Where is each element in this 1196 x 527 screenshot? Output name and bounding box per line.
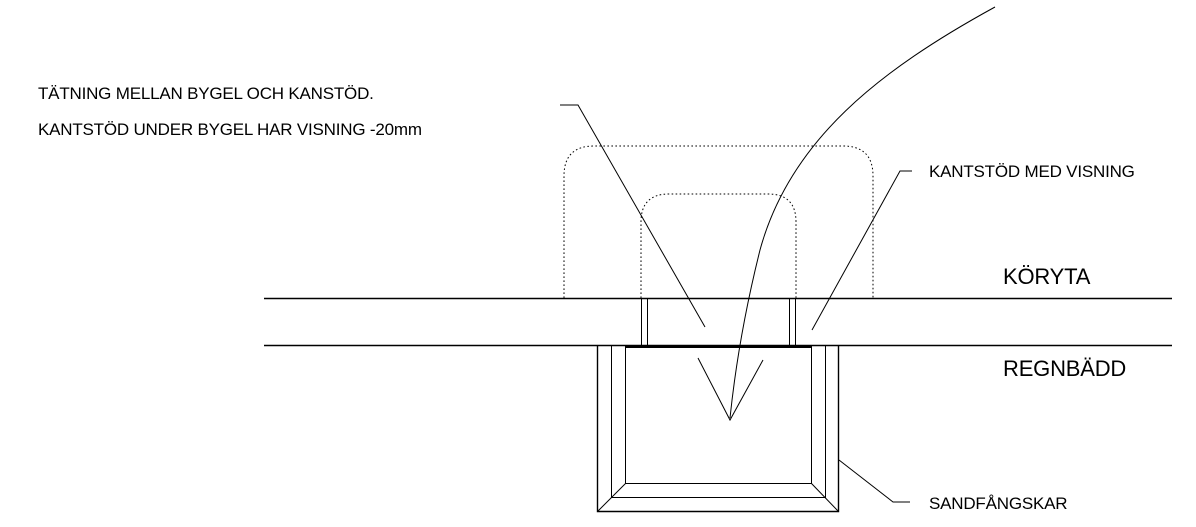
kerb-note-leader [811,170,912,331]
water-flow-arrow [729,6,996,419]
sand-trap-corner-right [811,483,839,512]
seal-note-leader [560,104,706,328]
seal-note-line1: TÄTNING MELLAN BYGEL OCH KANSTÖD. [38,84,374,103]
kerb-note-label: KANTSTÖD MED VISNING [929,162,1135,181]
sand-trap-inner [625,346,812,484]
inner-dashed-outline [640,193,797,298]
sand-trap-label: SANDFÅNGSKAR [929,494,1067,513]
sand-trap-leader [838,459,910,503]
sand-trap-corner-left [597,483,626,512]
road-surface-label: KÖRYTA [1003,264,1091,289]
sand-trap-middle [611,346,826,498]
outer-dashed-outline [563,145,874,298]
seal-note-line2: KANTSTÖD UNDER BYGEL HAR VISNING -20mm [38,120,422,139]
sand-trap-outer [596,346,840,513]
rain-bed-label: REGNBÄDD [1003,356,1126,381]
water-flow-arrowhead [697,357,764,422]
